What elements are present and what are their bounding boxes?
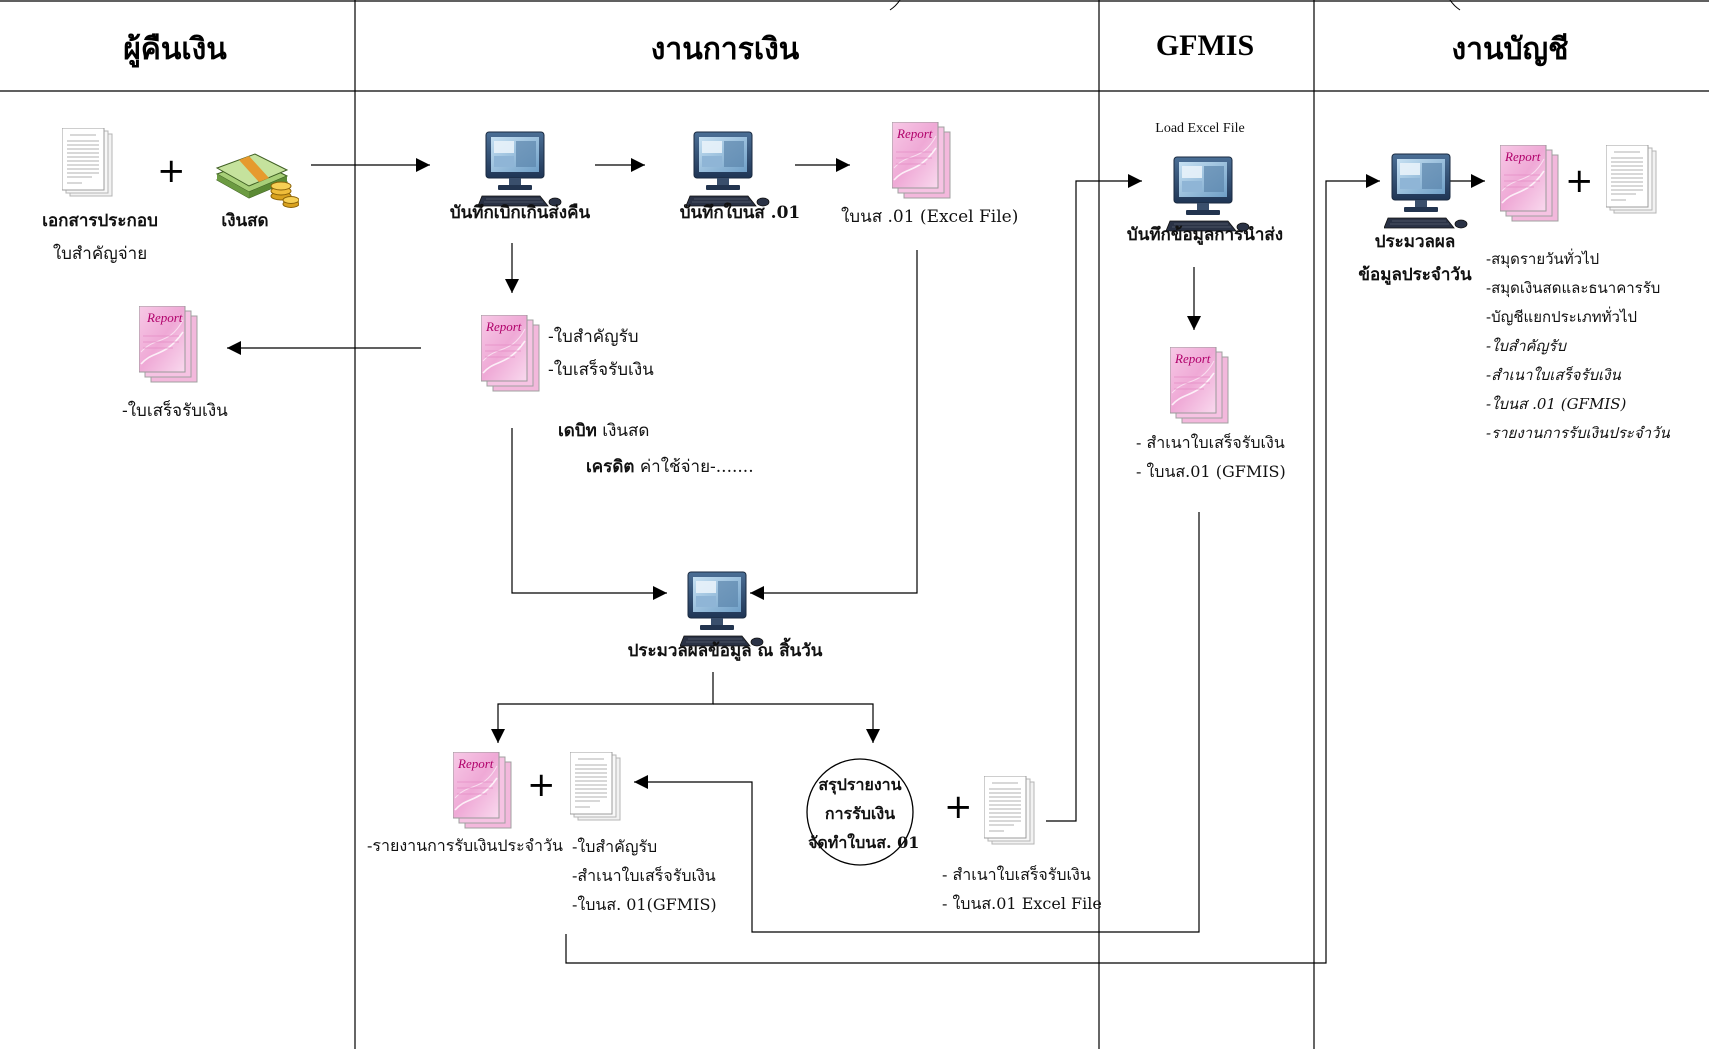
document-icon-summary <box>984 776 1036 846</box>
payer-receipt-label: -ใบเสร็จรับเงิน <box>122 401 228 421</box>
plus-icon: + <box>157 151 186 191</box>
gfmis-output-item: - สำเนาใบเสร็จรับเงิน <box>1136 433 1285 452</box>
accounting-step-line: ข้อมูลประจำวัน <box>1358 265 1472 285</box>
report-tag: Report <box>1505 149 1541 164</box>
debit-label: เดบิท <box>558 421 597 441</box>
computer-icon-accounting <box>1384 152 1468 236</box>
credit-value: ค่าใช้จ่าย-....... <box>639 457 754 477</box>
report-tag: Report <box>897 126 933 141</box>
supporting-document-icon <box>62 128 114 198</box>
finance-output-item: -ใบนส. 01(GFMIS) <box>572 895 717 914</box>
gfmis-output-item: - ใบนส.01 (GFMIS) <box>1136 462 1286 481</box>
summary-line: การรับเงิน <box>824 804 896 823</box>
document-icon-output <box>570 752 622 822</box>
lane-title-finance: งานการเงิน <box>650 33 800 66</box>
arrow-eod-to-report <box>491 672 714 743</box>
lane-title-accounting: งานบัญชี <box>1451 33 1569 66</box>
step-record-refund: บันทึกเบิกเกินส่งคืน <box>449 203 591 223</box>
arrow-gfmis-to-finance-docs <box>634 512 1200 933</box>
cash-label: เงินสด <box>221 211 269 231</box>
form-file-label: ใบนส .01 (Excel File) <box>841 207 1019 227</box>
summary-text: สรุปรายงาน การรับเงิน จัดทำใบนส. 01 <box>808 770 920 857</box>
report-tag: Report <box>486 319 522 334</box>
accounting-item: -สมุดรายวันทั่วไป <box>1486 250 1600 268</box>
finance-output-item: -ใบสำคัญรับ <box>572 837 658 856</box>
cash-icon <box>215 142 299 212</box>
gfmis-output-list: - สำเนาใบเสร็จรับเงิน - ใบนส.01 (GFMIS) <box>1136 428 1286 486</box>
gfmis-step-label: บันทึกข้อมูลการนำส่ง <box>1126 225 1284 245</box>
credit-label: เครดิต <box>586 457 635 477</box>
report-tag: Report <box>458 756 494 771</box>
plus-icon: + <box>944 787 973 827</box>
arrow-voucher-to-eod <box>511 428 667 600</box>
voucher-item-2: -ใบเสร็จรับเงิน <box>548 360 654 380</box>
arrow-eod-to-summary <box>713 703 880 743</box>
report-tag: Report <box>1175 351 1211 366</box>
accounting-item: -สำเนาใบเสร็จรับเงิน <box>1486 366 1621 384</box>
doc-label: เอกสารประกอบ <box>42 211 158 231</box>
lane-title-gfmis: GFMIS <box>1155 29 1255 62</box>
summary-output-item: - ใบนส.01 Excel File <box>942 894 1102 913</box>
doc-sub-label: ใบสำคัญจ่าย <box>52 244 148 264</box>
report-tag: Report <box>147 310 183 325</box>
accounting-item: -บัญชีแยกประเภททั่วไป <box>1486 308 1638 326</box>
accounting-item: -ใบนส .01 (GFMIS) <box>1486 395 1627 413</box>
finance-output-list: -ใบสำคัญรับ -สำเนาใบเสร็จรับเงิน -ใบนส. … <box>572 832 717 919</box>
summary-circle <box>806 758 914 866</box>
lane-title-payer: ผู้คืนเงิน <box>123 33 227 66</box>
arrow-finance-to-accounting <box>565 174 1380 964</box>
summary-output-item: - สำเนาใบเสร็จรับเงิน <box>942 865 1091 884</box>
debit-entry: เดบิท เงินสด <box>558 420 649 442</box>
accounting-step-line: ประมวลผล <box>1374 232 1456 252</box>
summary-output-list: - สำเนาใบเสร็จรับเงิน - ใบนส.01 Excel Fi… <box>942 860 1102 918</box>
accounting-item: -สมุดเงินสดและธนาคารรับ <box>1486 279 1661 297</box>
summary-line: จัดทำใบนส. 01 <box>808 833 920 852</box>
accounting-output-list: -สมุดรายวันทั่วไป -สมุดเงินสดและธนาคารรั… <box>1486 245 1670 448</box>
eod-label: ประมวลผลข้อมูล ณ สิ้นวัน <box>627 641 823 661</box>
plus-icon: + <box>1565 161 1594 201</box>
credit-entry: เครดิต ค่าใช้จ่าย-....... <box>586 456 754 478</box>
arrow-file-to-eod <box>750 250 918 600</box>
debit-value: เงินสด <box>602 421 650 441</box>
accounting-item: -ใบสำคัญรับ <box>1486 337 1566 355</box>
accounting-item: -รายงานการรับเงินประจำวัน <box>1486 424 1670 442</box>
finance-output-item: -สำเนาใบเสร็จรับเงิน <box>572 866 716 885</box>
arrow-summary-to-gfmis <box>1046 174 1142 822</box>
step-record-form: บันทึกใบนส .01 <box>679 203 801 223</box>
daily-report-label: -รายงานการรับเงินประจำวัน <box>367 836 563 855</box>
summary-line: สรุปรายงาน <box>818 775 902 794</box>
document-icon-accounting <box>1606 145 1658 215</box>
load-excel-label: Load Excel File <box>1155 121 1245 136</box>
voucher-item-1: -ใบสำคัญรับ <box>548 327 639 347</box>
plus-icon: + <box>527 765 556 805</box>
accounting-step: ประมวลผล ข้อมูลประจำวัน <box>1340 226 1490 292</box>
